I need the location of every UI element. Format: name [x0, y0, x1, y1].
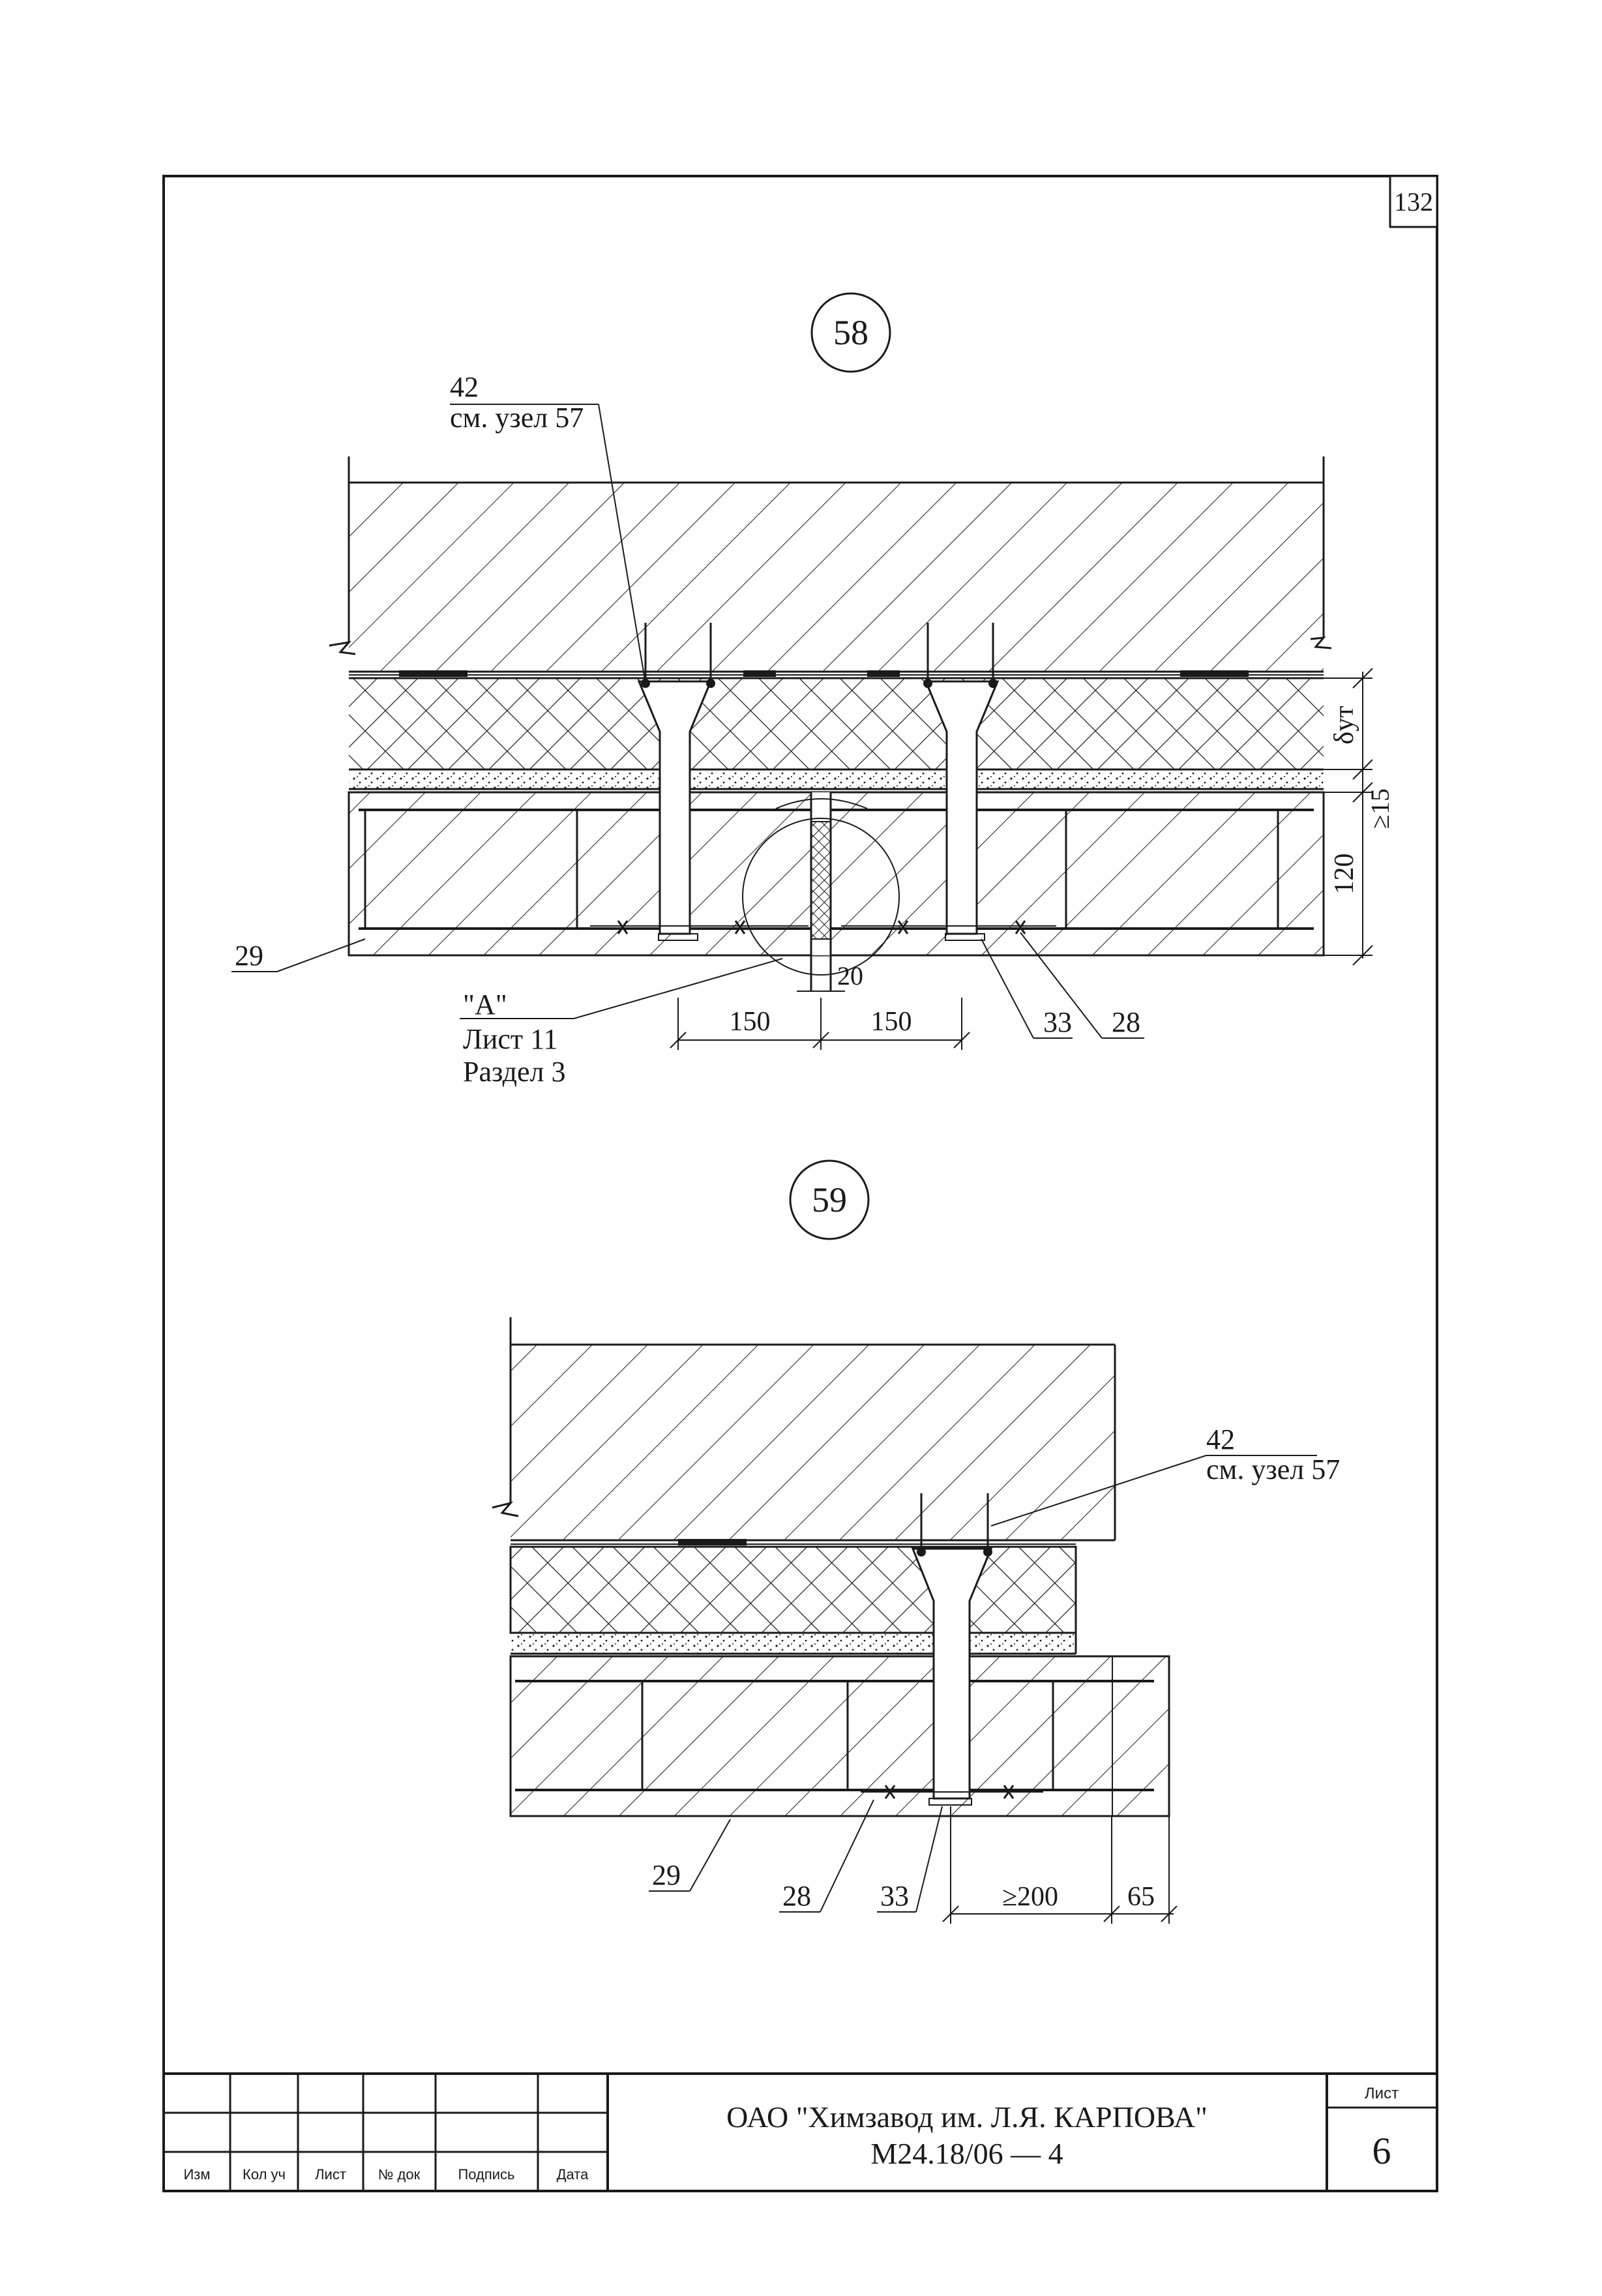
- node-58-callout-42-leader: [598, 404, 646, 684]
- node-58-upper-slab: [349, 483, 1324, 672]
- title-header-izm: Изм: [183, 2166, 210, 2183]
- node-58: 58: [231, 292, 1395, 1088]
- node-58-label-29: 29: [235, 940, 263, 972]
- node-59-number: 59: [812, 1180, 847, 1219]
- title-header-date: Дата: [557, 2166, 589, 2183]
- title-header-doc-no: № док: [378, 2166, 421, 2183]
- node-58-dim-insulation: δут: [1329, 706, 1359, 744]
- node-58-label-28: 28: [1112, 1006, 1140, 1038]
- node-58-dim-gap: ≥15: [1365, 788, 1395, 829]
- node-58-screed: [349, 769, 1324, 789]
- node-58-insulation: [349, 678, 1324, 769]
- node-58-number: 58: [833, 313, 868, 352]
- node-58-callout-a-section: Раздел 3: [463, 1056, 565, 1088]
- node-58-callout-42-number: 42: [450, 371, 479, 403]
- node-58-mastic-spot: [867, 670, 900, 677]
- corner-number-box: [1389, 175, 1438, 228]
- node-59-label-29: 29: [652, 1859, 681, 1891]
- node-58-dim-right: 150: [871, 1007, 912, 1037]
- title-header-signature: Подпись: [458, 2166, 514, 2183]
- node-58-label-33: 33: [1043, 1006, 1072, 1038]
- node-58-dim-joint: 20: [837, 961, 863, 991]
- title-sheet-number: 6: [1372, 2130, 1391, 2172]
- node-58-dim-left: 150: [730, 1007, 771, 1037]
- title-document-code: М24.18/06 — 4: [870, 2137, 1063, 2170]
- node-58-detail-circle: [742, 818, 900, 976]
- node-58-mastic-spot: [743, 670, 776, 677]
- node-59-upper-slab: [511, 1345, 1115, 1540]
- sheet-frame: [162, 175, 1438, 2192]
- node-59-label-28: 28: [782, 1880, 811, 1912]
- node-59-insulation: [511, 1547, 1076, 1633]
- node-59-screed: [511, 1633, 1076, 1654]
- title-block: Изм Кол уч Лист № док Подпись Дата ОАО "…: [164, 2072, 1437, 2191]
- title-header-list: Лист: [315, 2166, 346, 2183]
- node-59-callout-42-ref: см. узел 57: [1206, 1454, 1340, 1485]
- node-58-callout-a-name: "А": [463, 989, 507, 1021]
- title-organization: ОАО "Химзавод им. Л.Я. КАРПОВА": [726, 2100, 1208, 2134]
- node-59-dim-min: ≥200: [1002, 1882, 1058, 1912]
- node-58-marker: [810, 292, 891, 373]
- node-58-lower-panel: [349, 792, 1324, 955]
- node-59-label-33: 33: [880, 1880, 909, 1912]
- node-58-mastic-spot: [399, 670, 467, 677]
- node-59-callout-42-leader: [990, 1455, 1207, 1527]
- node-58-mastic-spot: [1180, 670, 1249, 677]
- node-59-dim-65: 65: [1127, 1882, 1155, 1912]
- title-sheet-label: Лист: [1365, 2085, 1399, 2102]
- node-58-joint-filler: [810, 821, 831, 940]
- node-59-marker: [789, 1159, 870, 1240]
- node-58-callout-42-ref: см. узел 57: [450, 402, 584, 434]
- node-59: 59: [492, 1159, 1340, 1924]
- title-header-kol-uch: Кол уч: [243, 2166, 286, 2183]
- node-58-dim-slab: 120: [1329, 854, 1359, 895]
- node-58-callout-a-sheet: Лист 11: [463, 1023, 558, 1055]
- node-59-mastic-spot: [678, 1539, 747, 1545]
- sheet-corner-number: 132: [1394, 187, 1433, 216]
- node-59-callout-42-number: 42: [1206, 1424, 1235, 1455]
